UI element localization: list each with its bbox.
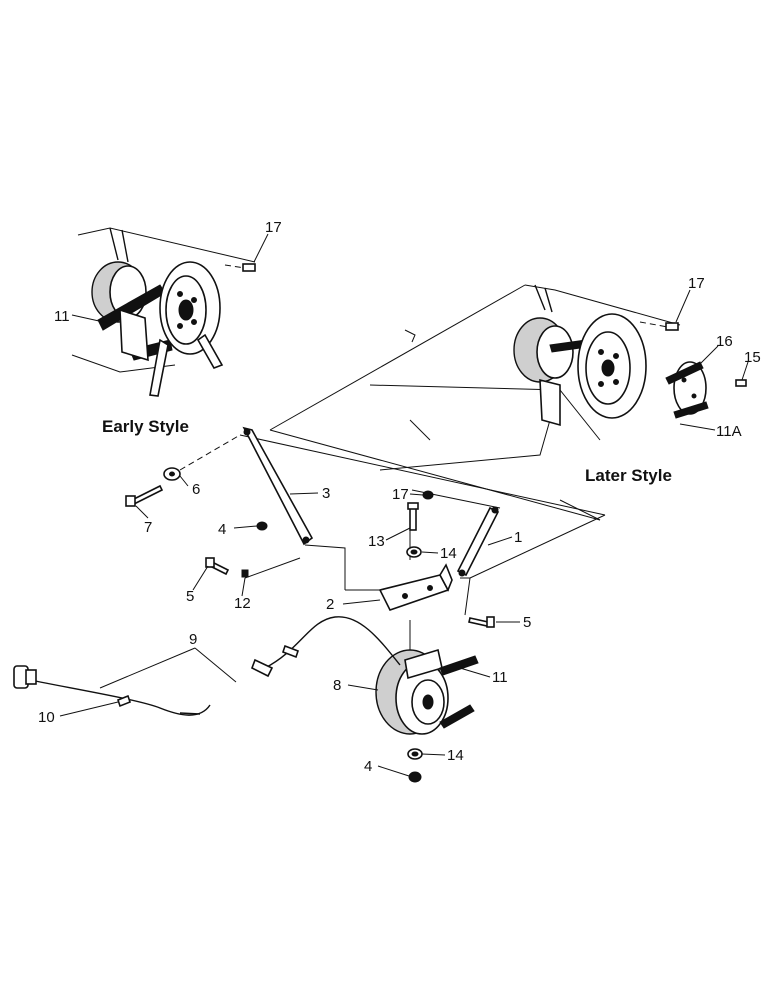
early-style-assembly bbox=[71, 227, 256, 397]
callout-14-upper: 14 bbox=[440, 545, 457, 562]
early-style-label: Early Style bbox=[102, 417, 189, 436]
callout-11-belt: 11 bbox=[492, 669, 508, 686]
callout-16: 16 bbox=[716, 333, 733, 350]
callout-4-lower: 4 bbox=[364, 758, 372, 775]
callout-2: 2 bbox=[326, 596, 334, 613]
callout-12: 12 bbox=[234, 595, 251, 612]
later-style-assembly bbox=[269, 284, 747, 521]
callout-5-left: 5 bbox=[186, 588, 194, 605]
callout-11a: 11A bbox=[716, 423, 742, 440]
callout-14-lower: 14 bbox=[447, 747, 464, 764]
callout-9: 9 bbox=[189, 631, 197, 648]
callout-8: 8 bbox=[333, 677, 341, 694]
callout-1: 1 bbox=[514, 529, 522, 546]
callout-3: 3 bbox=[322, 485, 330, 502]
callout-5-right: 5 bbox=[523, 614, 531, 631]
callout-6: 6 bbox=[192, 481, 200, 498]
callout-10: 10 bbox=[38, 709, 55, 726]
callout-4-upper: 4 bbox=[218, 521, 226, 538]
callout-15: 15 bbox=[744, 349, 761, 366]
callout-17-center: 17 bbox=[392, 486, 409, 503]
callout-17-early: 17 bbox=[265, 219, 282, 236]
callout-17-later: 17 bbox=[688, 275, 705, 292]
main-assembly bbox=[13, 426, 606, 783]
callout-7: 7 bbox=[144, 519, 152, 536]
callout-11-early: 11 bbox=[54, 308, 70, 325]
later-style-label: Later Style bbox=[585, 466, 672, 485]
callout-13: 13 bbox=[368, 533, 385, 550]
leader-lines bbox=[59, 233, 749, 777]
